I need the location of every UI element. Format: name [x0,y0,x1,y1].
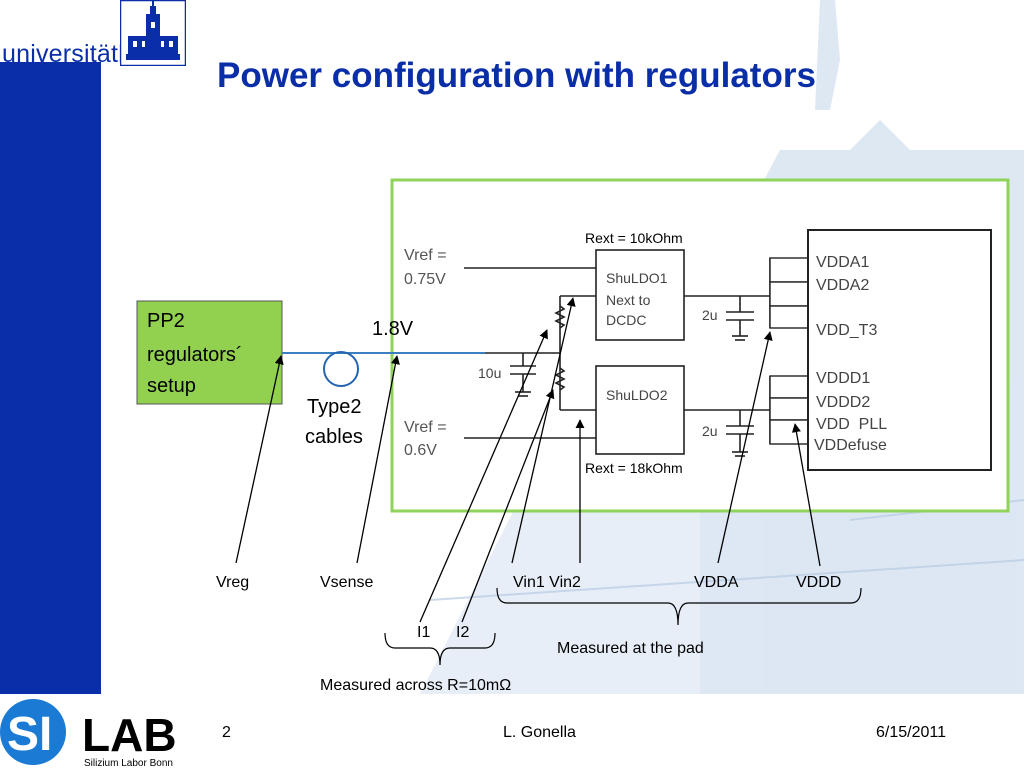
chip-box [807,229,992,471]
university-crest-icon [120,0,186,66]
pp2-regulator-box [136,300,283,405]
i1-label: I1 [417,624,430,641]
vref-top-line2: 0.75V [404,271,446,288]
cap-2u-top-label: 2u [702,307,718,323]
pp2-label-line2: regulators´ [147,344,243,366]
cable-label-line1: Type2 [307,396,361,418]
chip-pin-vddd1: VDDD1 [816,370,870,387]
vref-bottom-line2: 0.6V [404,442,437,459]
measured-across-resistor-label: Measured across R=10mΩ [320,677,511,694]
resistor-brace [384,632,496,666]
vref-top-line1: Vref = [404,247,447,264]
vsense-arrow [356,355,400,564]
silab-logo-subtitle: Silizium Labor Bonn [84,758,173,768]
univ-name-light: universität [2,40,119,68]
shuldo2-label: ShuLDO2 [606,387,668,403]
silab-logo: SI LAB Silizium Labor Bonn [0,694,200,768]
slide-title: Power configuration with regulators [217,56,816,95]
chip-pin-vdda1: VDDA1 [816,254,869,271]
cap-2u-bottom-label: 2u [702,423,718,439]
chip-pin-vdda2: VDDA2 [816,277,869,294]
shuldo1-label-line2: Next to [606,292,651,308]
cap-10u-label: 10u [478,365,501,381]
vin1-arrow [511,297,576,564]
vsense-label: Vsense [320,574,373,591]
rext-bottom-label: Rext = 18kOhm [585,460,683,476]
vref-bottom-line1: Vref = [404,419,447,436]
i1-arrow [419,329,548,623]
svg-text:Type2 cables: Type2 cables [305,396,367,448]
shuldo2-box [595,365,685,455]
chip-pin-vddefuse: VDDefuse [814,437,887,454]
pp2-label-line3: setup [147,375,196,397]
footer-date: 6/15/2011 [876,724,946,741]
cable-label-line2: cables [305,426,363,448]
vreg-arrow [235,355,284,564]
vreg-label: Vreg [216,574,249,591]
chip-pin-vddd2: VDDD2 [816,394,870,411]
pad-brace [496,587,862,626]
measured-at-pad-label: Measured at the pad [557,640,704,657]
voltage-1v8-label: 1.8V [372,318,414,340]
silab-logo-lab: LAB [82,709,177,761]
i2-arrow [461,389,555,623]
vin1-vin2-label: Vin1 Vin2 [513,574,581,591]
footer-author: L. Gonella [503,724,576,741]
silab-logo-si: SI [7,708,52,761]
shuldo1-label-line3: DCDC [606,312,646,328]
vddd-label: VDDD [796,574,841,591]
shuldo1-label-line1: ShuLDO1 [606,270,668,286]
footer-page-number: 2 [222,724,231,741]
cable-ferrite-icon [323,351,359,387]
svg-text:PP2 regulators´ setup: PP2 regulators´ setup [147,310,248,397]
left-brand-stripe [0,62,101,694]
vdda-arrow [717,331,773,564]
shuldo1-box [595,249,685,341]
pp2-label-line1: PP2 [147,310,185,332]
chip-pin-vdd-pll: VDD PLL [816,416,887,433]
chip-pin-vdd-t3: VDD_T3 [816,322,877,339]
vddd-arrow [791,423,821,567]
vdda-label: VDDA [694,574,739,591]
i2-label: I2 [456,624,469,641]
rext-top-label: Rext = 10kOhm [585,230,683,246]
